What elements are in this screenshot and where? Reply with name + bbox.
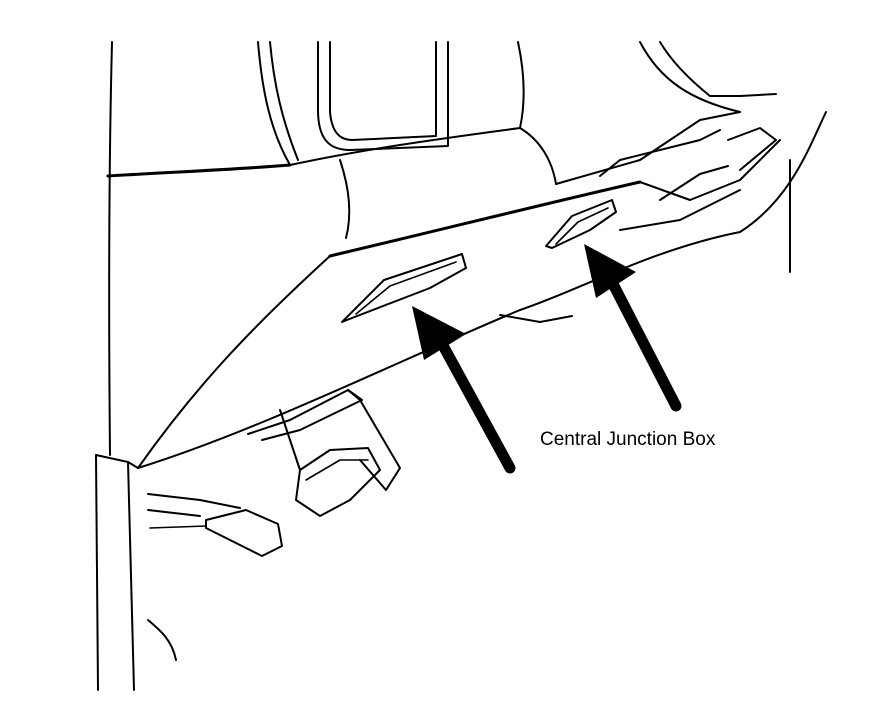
- steering-column: [258, 42, 556, 238]
- left-access-opening: [342, 254, 466, 322]
- lower-dash-panel: [138, 112, 780, 468]
- central-junction-box-label: Central Junction Box: [540, 429, 715, 451]
- right-access-opening: [546, 200, 616, 248]
- pedal-assembly: [148, 390, 400, 660]
- left-pillar: [96, 42, 138, 690]
- arrow-right-opening: [584, 244, 676, 406]
- arrow-left-opening: [412, 306, 510, 468]
